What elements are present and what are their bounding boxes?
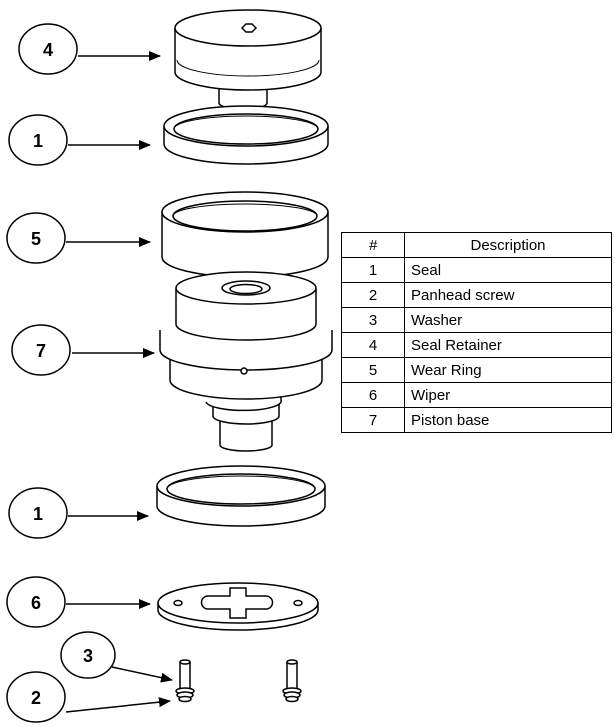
seal-part-lower xyxy=(156,465,326,527)
callout-4-seal-retainer xyxy=(18,23,161,75)
part-description-cell: Seal Retainer xyxy=(404,332,612,358)
screw-washer-left xyxy=(175,659,195,703)
callout-label-3: 3 xyxy=(83,646,93,666)
screw-washer-right xyxy=(282,659,302,703)
description-column-header: Description xyxy=(404,232,612,258)
part-description-cell: Washer xyxy=(404,307,612,333)
parts-table-header: # Description xyxy=(341,232,612,258)
callout-5-wear-ring xyxy=(6,212,151,264)
table-row: 4 Seal Retainer xyxy=(341,332,612,358)
seal-part-upper xyxy=(163,105,329,165)
callout-6-wiper xyxy=(6,576,151,628)
part-number-cell: 6 xyxy=(341,382,405,408)
number-column-header: # xyxy=(341,232,405,258)
part-number-cell: 3 xyxy=(341,307,405,333)
part-number-cell: 4 xyxy=(341,332,405,358)
part-description-cell: Piston base xyxy=(404,407,612,433)
part-description-cell: Seal xyxy=(404,257,612,283)
callout-label-4: 4 xyxy=(43,40,53,60)
seal-retainer-part xyxy=(174,9,322,110)
table-row: 1 Seal xyxy=(341,257,612,283)
callout-7-piston-base xyxy=(11,324,155,376)
part-number-cell: 7 xyxy=(341,407,405,433)
wiper-part xyxy=(157,582,319,631)
part-number-cell: 1 xyxy=(341,257,405,283)
callout-label-6: 6 xyxy=(31,593,41,613)
callout-1-seal-upper xyxy=(8,114,151,166)
part-description-cell: Wiper xyxy=(404,382,612,408)
part-description-cell: Panhead screw xyxy=(404,282,612,308)
part-description-cell: Wear Ring xyxy=(404,357,612,383)
callout-label-7: 7 xyxy=(36,341,46,361)
parts-table: # Description 1 Seal 2 Panhead screw 3 W… xyxy=(341,232,612,433)
callout-label-5: 5 xyxy=(31,229,41,249)
table-row: 2 Panhead screw xyxy=(341,282,612,308)
callout-2-panhead-screw xyxy=(6,671,171,723)
callout-3-washer xyxy=(60,631,173,683)
callout-label-1-upper: 1 xyxy=(33,131,43,151)
part-number-cell: 2 xyxy=(341,282,405,308)
table-row: 3 Washer xyxy=(341,307,612,333)
table-row: 6 Wiper xyxy=(341,382,612,408)
table-row: 7 Piston base xyxy=(341,407,612,433)
callout-label-1-lower: 1 xyxy=(33,504,43,524)
callout-1-seal-lower xyxy=(8,487,149,539)
part-number-cell: 5 xyxy=(341,357,405,383)
callout-label-2: 2 xyxy=(31,688,41,708)
piston-base-part xyxy=(159,271,333,452)
table-row: 5 Wear Ring xyxy=(341,357,612,383)
wear-ring-part xyxy=(161,191,329,278)
